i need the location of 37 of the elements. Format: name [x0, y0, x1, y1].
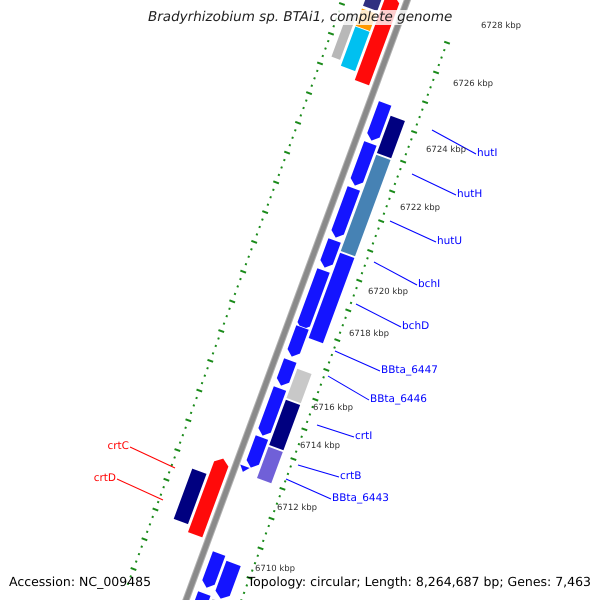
gene-label: crtI [355, 431, 372, 443]
gene-label: hutI [477, 148, 498, 160]
tick-label: 6714 kbp [300, 442, 340, 452]
leader-line [374, 262, 418, 286]
gene-label: bchD [402, 321, 430, 333]
gene-label: crtB [340, 471, 362, 483]
tick-label: 6712 kbp [277, 504, 318, 514]
tick-label: 6710 kbp [255, 565, 296, 574]
gene-label: crtC [107, 441, 129, 453]
leader-line [298, 464, 340, 478]
tick-label: 6724 kbp [426, 146, 466, 156]
tick-label: 6718 kbp [349, 330, 390, 340]
leader-line [432, 130, 476, 154]
tick-label: 6726 kbp [453, 80, 494, 90]
leader-line [412, 174, 456, 196]
gene-label: BBta_6447 [381, 365, 438, 377]
gene-label: bchI [418, 279, 440, 291]
gene-label: BBta_6443 [332, 493, 389, 505]
tick-label: 6722 kbp [400, 204, 440, 214]
leader-line [390, 220, 436, 242]
gene-label: crtD [94, 473, 116, 485]
leader-line [356, 304, 402, 328]
leader-line [328, 376, 370, 400]
gene-label: hutU [437, 236, 462, 248]
tick-label: 6720 kbp [368, 288, 408, 298]
leader-line [286, 478, 332, 500]
gene-label: BBta_6446 [370, 394, 427, 406]
gene-label: hutH [457, 189, 482, 201]
tick-label: 6728 kbp [481, 22, 522, 32]
accession-text: Accession: NC_009485 [9, 575, 152, 589]
leader-line [130, 446, 176, 468]
genome-info-text: Topology: circular; Length: 8,264,687 bp; Genes: 7,463 [248, 575, 591, 589]
title: Bradyrhizobium sp. BTAi1, complete genome [148, 10, 452, 25]
leader-line [334, 350, 380, 372]
leader-line [116, 478, 164, 500]
tick-label: 6716 kbp [313, 404, 354, 414]
leader-line [316, 424, 354, 438]
